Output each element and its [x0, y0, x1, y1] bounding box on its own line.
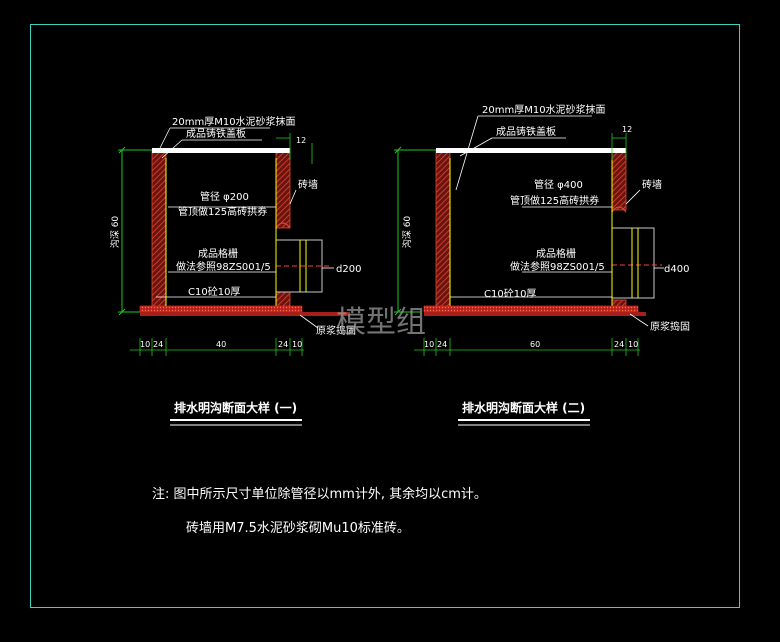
grate-method-label: 做法参照98ZS001/5: [176, 260, 271, 273]
dim-2: 24: [437, 340, 447, 349]
cover-label: 成品铸铁盖板: [496, 125, 556, 138]
section-1: 沟深 60 12: [109, 115, 361, 426]
dim-3: 40: [216, 340, 226, 349]
watermark: 模型组: [336, 305, 426, 340]
arch-label: 管顶做125高砖拱券: [178, 205, 267, 218]
dim-5: 10: [292, 340, 302, 349]
pipe-opening: [275, 239, 323, 293]
cast-iron-cover: [436, 148, 626, 153]
pipe-dia-label: d400: [664, 264, 689, 275]
wall-label: 砖墙: [298, 178, 318, 191]
depth-label: 沟深 60: [109, 216, 121, 249]
section-2-title: 排水明沟断面大样 (二): [462, 400, 585, 415]
dim-2: 24: [153, 340, 163, 349]
left-brick-wall: [435, 149, 451, 313]
dim-4: 24: [278, 340, 288, 349]
dim-4: 24: [614, 340, 624, 349]
note-line-1: 注: 图中所示尺寸单位除管径以mm计外, 其余均以cm计。: [152, 486, 487, 502]
left-brick-wall: [151, 149, 167, 313]
grate-label: 成品格栅: [198, 247, 238, 260]
arch-label: 管顶做125高砖拱券: [510, 194, 599, 207]
grate-method-label: 做法参照98ZS001/5: [510, 260, 605, 273]
cast-iron-cover: [152, 148, 290, 153]
soil-label: 原浆捣固: [316, 324, 356, 337]
right-brick-wall: [611, 149, 627, 211]
brick-arch: [611, 206, 627, 213]
right-brick-wall: [275, 149, 291, 229]
depth-label: 沟深 60: [401, 216, 413, 249]
plaster-label: 20mm厚M10水泥砂浆抹面: [482, 103, 606, 116]
soil-label: 原浆捣固: [650, 320, 690, 333]
dim-5: 10: [628, 340, 638, 349]
base-label: C10砼10厚: [484, 287, 536, 300]
pipe-dia-label: d200: [336, 264, 361, 275]
pipe-label: 管径 φ400: [534, 178, 583, 191]
cover-label: 成品铸铁盖板: [186, 127, 246, 140]
note-line-2: 砖墙用M7.5水泥砂浆砌Mu10标准砖。: [186, 521, 410, 536]
concrete-base: [423, 305, 639, 313]
grate-label: 成品格栅: [536, 247, 576, 260]
brick-arch: [275, 222, 291, 229]
plaster-label: 20mm厚M10水泥砂浆抹面: [172, 115, 296, 128]
dim-3: 60: [530, 340, 540, 349]
section-2: 沟深 60 12 20mm厚M10水泥砂浆抹面 成品铸铁盖板 管径 φ400 管…: [394, 103, 690, 426]
concrete-base: [139, 305, 303, 313]
pipe-label: 管径 φ200: [200, 190, 249, 203]
section-1-title: 排水明沟断面大样 (一): [174, 400, 297, 415]
pipe-opening: [611, 227, 655, 299]
wall-label: 砖墙: [642, 178, 662, 191]
dim-1: 10: [140, 340, 150, 349]
drawing-frame: [30, 24, 740, 608]
base-label: C10砼10厚: [188, 285, 240, 298]
dim-1: 10: [424, 340, 434, 349]
top-dim: 12: [622, 125, 632, 134]
top-dim: 12: [296, 136, 306, 145]
